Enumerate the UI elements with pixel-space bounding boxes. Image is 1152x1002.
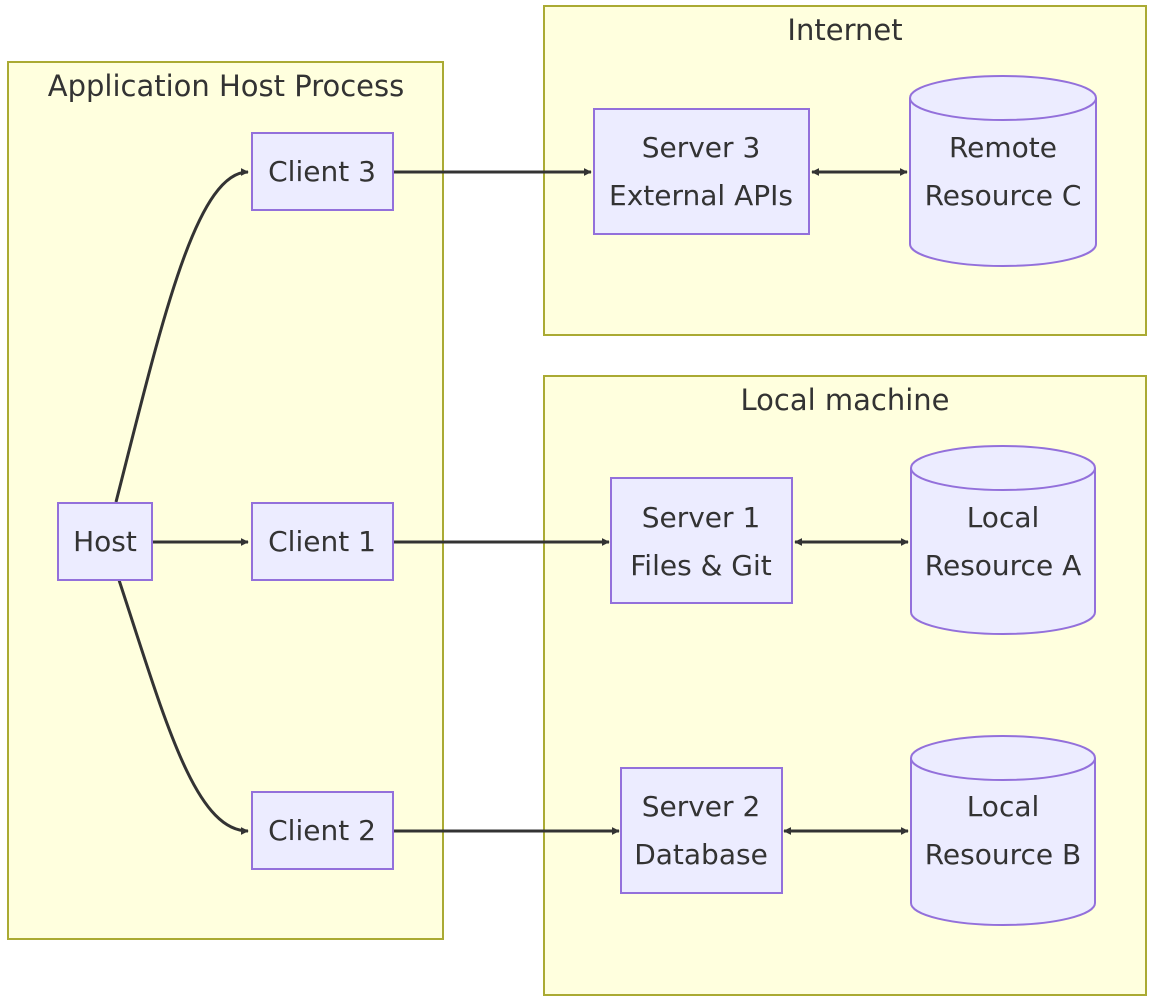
node-label: Client 1 bbox=[268, 525, 376, 558]
node-label: Host bbox=[73, 525, 137, 558]
node-label-line2: External APIs bbox=[609, 179, 793, 212]
node-label-line1: Remote bbox=[949, 131, 1057, 164]
node-remote-resource-c[interactable]: Remote Resource C bbox=[909, 75, 1097, 267]
edge-host-client3 bbox=[114, 168, 249, 503]
node-label-line1: Local bbox=[967, 790, 1040, 823]
node-client-2[interactable]: Client 2 bbox=[251, 791, 394, 870]
node-label: Client 3 bbox=[268, 155, 376, 188]
cluster-title: Application Host Process bbox=[48, 69, 405, 103]
database-cylinder-icon bbox=[909, 75, 1097, 267]
node-box bbox=[251, 791, 394, 870]
node-box bbox=[620, 767, 783, 894]
node-label-line2: Database bbox=[634, 838, 768, 871]
node-host[interactable]: Host bbox=[57, 502, 153, 581]
node-box bbox=[251, 502, 394, 581]
node-label-line2: Resource C bbox=[925, 179, 1082, 212]
node-client-3[interactable]: Client 3 bbox=[251, 132, 394, 211]
node-label-line1: Local bbox=[967, 501, 1040, 534]
database-cylinder-icon bbox=[910, 735, 1096, 926]
node-label-line2: Files & Git bbox=[630, 549, 772, 582]
node-box bbox=[57, 502, 153, 581]
cluster-title: Local machine bbox=[740, 383, 949, 417]
node-local-resource-a[interactable]: Local Resource A bbox=[910, 445, 1096, 635]
node-label-line1: Server 3 bbox=[642, 131, 761, 164]
node-box bbox=[593, 108, 810, 235]
node-server-2[interactable]: Server 2 Database bbox=[620, 767, 783, 894]
node-client-1[interactable]: Client 1 bbox=[251, 502, 394, 581]
cluster-title: Internet bbox=[787, 13, 902, 47]
database-cylinder-icon bbox=[910, 445, 1096, 635]
node-local-resource-b[interactable]: Local Resource B bbox=[910, 735, 1096, 926]
node-label-line2: Resource B bbox=[925, 838, 1082, 871]
node-box bbox=[610, 477, 793, 604]
node-server-3[interactable]: Server 3 External APIs bbox=[593, 108, 810, 235]
edge-host-client2 bbox=[117, 579, 249, 835]
node-label: Client 2 bbox=[268, 814, 376, 847]
node-label-line2: Resource A bbox=[925, 549, 1081, 582]
node-box bbox=[251, 132, 394, 211]
edges bbox=[114, 168, 909, 835]
node-server-1[interactable]: Server 1 Files & Git bbox=[610, 477, 793, 604]
node-label-line1: Server 1 bbox=[642, 501, 761, 534]
node-label-line1: Server 2 bbox=[642, 790, 761, 823]
